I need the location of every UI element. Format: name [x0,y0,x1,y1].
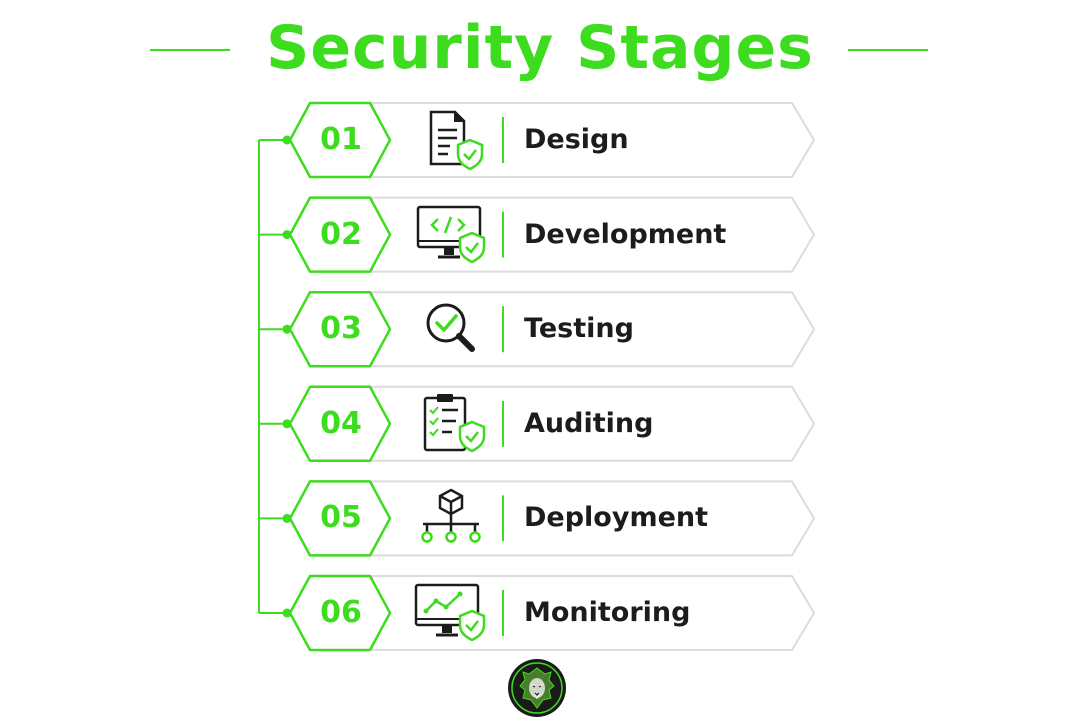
stage-label-1: Design [524,124,629,155]
stage-badge-1 [288,101,392,179]
stage-number-1: 01 [320,122,362,157]
page-title: Security Stages [266,13,814,83]
stage-number-3: 03 [320,311,362,347]
stage-badge-4 [288,385,392,463]
connector-dot [282,324,292,334]
connector-dot [282,135,292,145]
monitor-chart-shield-icon [414,581,488,645]
stage-number-6: 06 [320,595,362,630]
stage-badge-6 [288,574,392,652]
stage-badge-5 [288,480,392,557]
stage-number-4: 04 [320,405,362,441]
stage-label-5: Deployment [524,502,709,534]
stage-badge-2 [288,196,392,273]
monitor-code-shield-icon [414,203,488,267]
stage-number-2: 02 [320,216,362,252]
document-shield-icon [414,108,488,172]
connector-dot [282,419,292,429]
stage-label-6: Monitoring [524,597,691,628]
connector-dot [282,230,292,240]
stage-number-5: 05 [320,500,362,536]
cube-network-icon [414,486,488,550]
stage-label-3: Testing [524,313,634,345]
lion-logo-icon [508,659,566,717]
stage-label-2: Development [524,218,727,250]
stage-badge-3 [288,290,392,368]
title-area: Security Stages [0,0,1080,100]
title-line-left [150,49,230,51]
stage-label-4: Auditing [524,407,654,439]
magnifier-check-icon [414,297,488,361]
title-line-right [848,49,928,51]
connector-dot [282,513,292,523]
clipboard-checklist-shield-icon [414,392,488,456]
connector-dot [282,608,292,618]
